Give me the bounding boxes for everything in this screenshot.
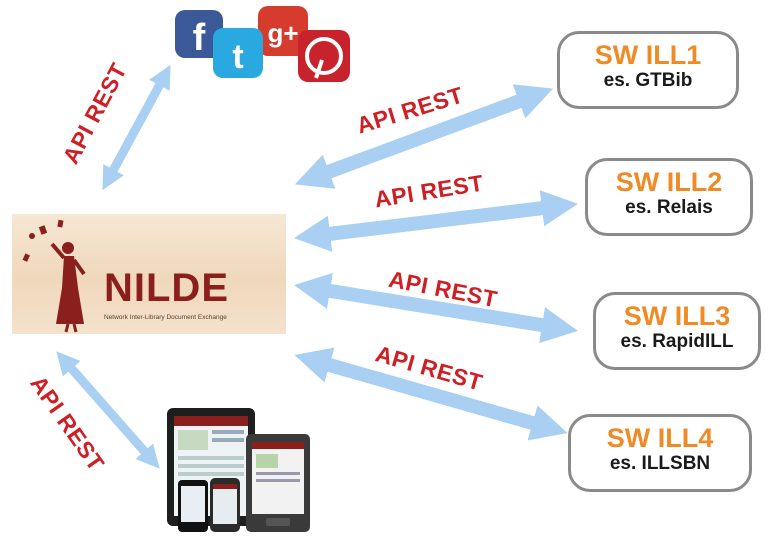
nilde-logo-text: NILDE [104,266,229,310]
sw-ill2-title: SW ILL2 [615,167,723,197]
sw-ill1-example: es. GTBib [603,70,693,91]
sw-ill3-box: SW ILL3 es. RapidILL [593,292,761,370]
arrow-ill1 [294,84,554,189]
arrow-social [102,64,171,191]
google-plus-icon: g+ [258,6,308,56]
arrow-ill3 [294,272,578,344]
arrows [56,64,579,469]
nilde-banner: NILDE Network Inter-Library Document Exc… [12,214,286,334]
sw-ill3-title: SW ILL3 [623,301,731,331]
arrow-ill2 [293,190,579,252]
twitter-icon: t [213,28,263,78]
arrow-ill4 [294,347,568,441]
pinterest-icon [298,30,350,82]
smartphone-device [178,478,240,532]
sw-ill4-box: SW ILL4 es. ILLSBN [568,414,752,492]
arrow-devices [56,351,160,469]
sw-ill4-example: es. ILLSBN [609,453,711,474]
nilde-tagline: Network Inter-Library Document Exchange [104,314,227,321]
sw-ill1-box: SW ILL1 es. GTBib [557,31,739,109]
svg-text:f: f [193,17,206,59]
svg-text:t: t [232,38,243,76]
svg-text:g+: g+ [267,18,298,48]
ereader-device [246,434,310,532]
facebook-icon: f [175,10,223,59]
social-icons: f g+ t [175,6,350,82]
sw-ill1-title: SW ILL1 [594,40,702,70]
sw-ill2-box: SW ILL2 es. Relais [585,158,753,236]
sw-ill3-example: es. RapidILL [620,331,734,352]
devices [167,408,310,532]
sw-ill4-title: SW ILL4 [606,423,714,453]
sw-ill2-example: es. Relais [625,197,713,218]
nilde-figure-logo [22,219,86,333]
